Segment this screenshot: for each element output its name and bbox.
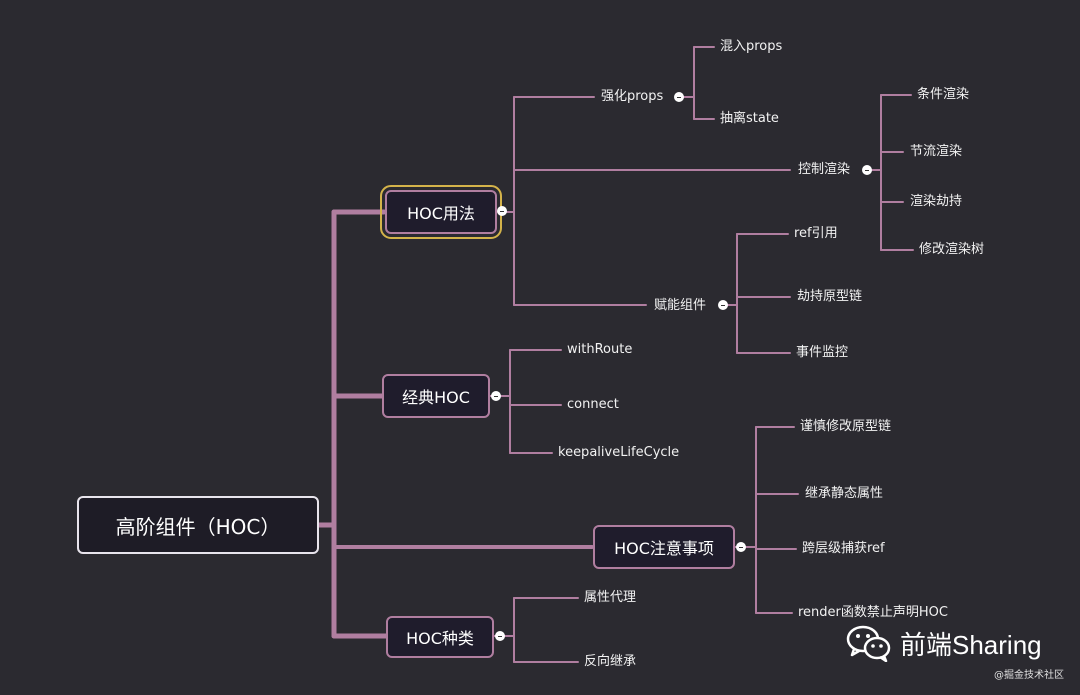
- leaf-item[interactable]: render函数禁止声明HOC: [798, 605, 948, 620]
- leaf-item[interactable]: 继承静态属性: [805, 486, 884, 501]
- collapse-toggle-icon[interactable]: [491, 391, 501, 401]
- collapse-toggle-icon[interactable]: [674, 92, 684, 102]
- leaf-item[interactable]: 抽离state: [720, 111, 779, 126]
- leaf-item[interactable]: ref引用: [794, 226, 838, 241]
- branch-node-hoc-types[interactable]: HOC种类: [386, 616, 494, 658]
- collapse-toggle-icon[interactable]: [497, 206, 507, 216]
- wechat-icon: [846, 625, 891, 662]
- leaf-item[interactable]: 事件监控: [796, 345, 849, 360]
- leaf-item[interactable]: 反向继承: [584, 654, 637, 669]
- topic-control-render[interactable]: 控制渲染: [798, 162, 851, 177]
- leaf-item[interactable]: withRoute: [567, 342, 633, 357]
- branch-label: HOC种类: [406, 629, 474, 648]
- branch-node-hoc-usage[interactable]: HOC用法: [380, 185, 502, 239]
- collapse-toggle-icon[interactable]: [862, 165, 872, 175]
- root-node-label: 高阶组件（HOC）: [115, 514, 281, 539]
- leaf-item[interactable]: keepaliveLifeCycle: [558, 445, 680, 460]
- leaf-item[interactable]: 混入props: [720, 39, 783, 54]
- topic-enhance-props[interactable]: 强化props: [601, 89, 664, 104]
- leaf-item[interactable]: 渲染劫持: [910, 194, 963, 209]
- leaf-item[interactable]: 条件渲染: [917, 87, 970, 102]
- branch-label: HOC用法: [407, 204, 475, 223]
- branch-node-classic-hoc[interactable]: 经典HOC: [382, 374, 490, 418]
- leaf-item[interactable]: 跨层级捕获ref: [802, 541, 885, 556]
- collapse-toggle-icon[interactable]: [718, 300, 728, 310]
- leaf-item[interactable]: 谨慎修改原型链: [800, 419, 892, 434]
- leaf-item[interactable]: 修改渲染树: [919, 242, 985, 257]
- branch-label: 经典HOC: [402, 388, 470, 407]
- leaf-item[interactable]: 属性代理: [584, 590, 637, 605]
- leaf-item[interactable]: 劫持原型链: [797, 289, 863, 304]
- collapse-toggle-icon[interactable]: [495, 631, 505, 641]
- watermark-text: 前端Sharing: [900, 629, 1042, 660]
- root-node[interactable]: 高阶组件（HOC）: [77, 496, 319, 554]
- branch-label: HOC注意事项: [614, 539, 714, 558]
- watermark: 前端Sharing: [846, 624, 1042, 662]
- topic-empower-component[interactable]: 赋能组件: [654, 298, 707, 313]
- leaf-item[interactable]: 节流渲染: [910, 144, 963, 159]
- branch-node-hoc-notes[interactable]: HOC注意事项: [593, 525, 735, 569]
- watermark-source: @掘金技术社区: [994, 670, 1064, 681]
- leaf-item[interactable]: connect: [567, 397, 619, 412]
- collapse-toggle-icon[interactable]: [736, 542, 746, 552]
